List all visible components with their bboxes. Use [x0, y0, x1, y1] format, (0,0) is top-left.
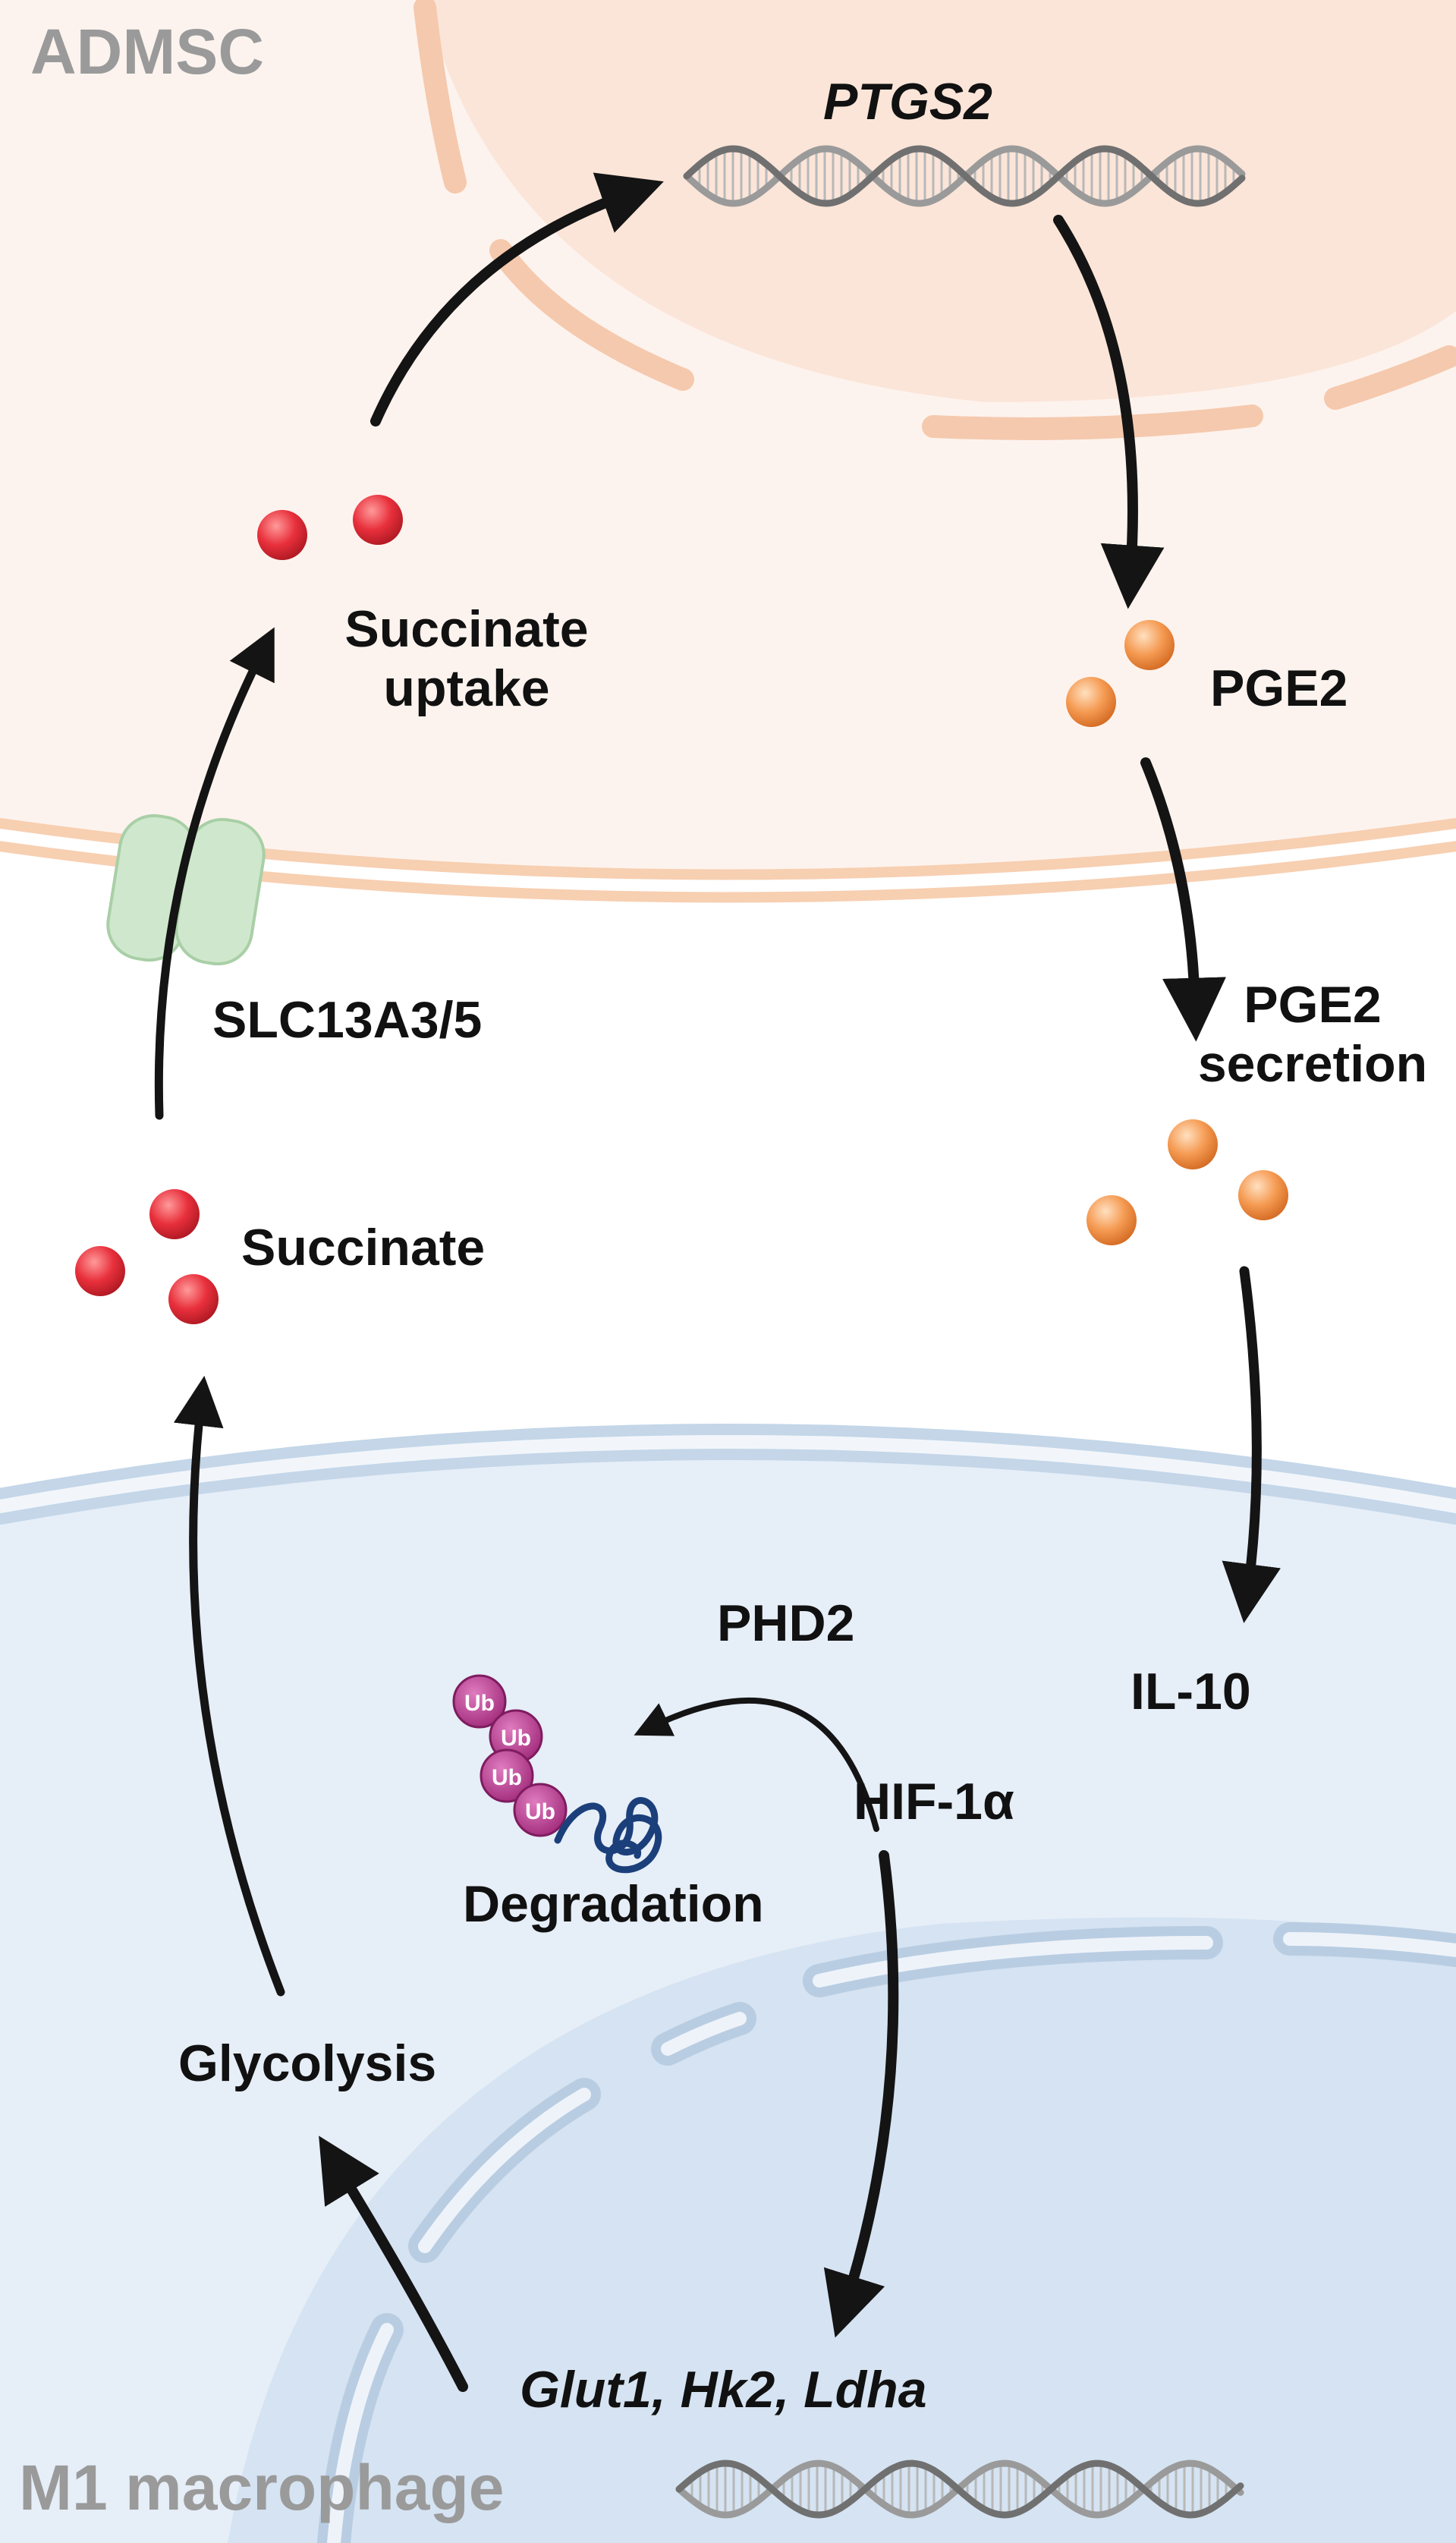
- pge2-molecule: [1066, 677, 1116, 727]
- admsc-cell: [0, 0, 1456, 903]
- arrow-glycolysis-to-succinate: [173, 1375, 285, 1997]
- succinate-uptake-label: Succinate uptake: [315, 600, 618, 718]
- svg-text:Ub: Ub: [501, 1726, 531, 1751]
- glycolysis-label: Glycolysis: [178, 2035, 437, 2092]
- arrow-succinate-to-ptgs2: [370, 172, 664, 426]
- arrow-pge2-secretion: [1140, 757, 1226, 1042]
- pge2-molecule: [1238, 1170, 1288, 1220]
- dna-helix-icon: [683, 145, 1246, 207]
- ubiquitin-chain-icon: Ub Ub Ub Ub: [452, 1674, 568, 1837]
- arrow-phd2-degradation: [634, 1697, 879, 1832]
- admsc-nuclear-envelope: [414, 0, 1456, 440]
- pge2-molecules: [1066, 620, 1288, 1245]
- pge2-secretion-line-2: secretion: [1197, 1035, 1428, 1094]
- arrow-ptgs2-to-pge2: [1053, 215, 1165, 609]
- arrow-secretion-to-il10: [1222, 1266, 1281, 1623]
- arrow-succinate-uptake: [154, 627, 275, 1120]
- pge2-molecule: [1168, 1119, 1218, 1169]
- arrow-hif-to-genes: [823, 1850, 899, 2338]
- succinate-uptake-line-1: Succinate: [344, 600, 589, 658]
- macrophage-nuclear-envelope: [317, 1922, 1456, 2543]
- il10-label: IL-10: [1131, 1663, 1251, 1720]
- pge2-secretion-line-1: PGE2: [1244, 976, 1382, 1034]
- dna-helix-icon: [675, 2460, 1244, 2519]
- pathway-arrows: [154, 172, 1281, 2392]
- macrophage-cell-label: M1 macrophage: [19, 2452, 505, 2523]
- macrophage-plasma-membrane: [0, 1424, 1456, 1525]
- protein-coil-icon: [554, 1797, 662, 1874]
- macrophage-cell: [0, 1424, 1456, 2543]
- slc13a3-5-label: SLC13A3/5: [212, 991, 483, 1049]
- succinate-uptake-line-2: uptake: [383, 659, 550, 718]
- phd2-label: PHD2: [717, 1594, 855, 1652]
- succinate-label: Succinate: [241, 1219, 486, 1276]
- svg-text:Ub: Ub: [464, 1691, 495, 1716]
- succinate-molecule: [75, 1246, 125, 1296]
- svg-text:Ub: Ub: [492, 1765, 522, 1790]
- succinate-molecule: [353, 495, 403, 545]
- succinate-molecule: [149, 1189, 200, 1239]
- arrow-genes-to-glycolysis: [319, 2135, 468, 2392]
- succinate-molecule: [257, 510, 307, 560]
- hif1a-label: HIF-1α: [854, 1773, 1014, 1830]
- pge2-secretion-label: PGE2 secretion: [1172, 975, 1453, 1094]
- transporter-channel-icon: [106, 814, 266, 966]
- degradation-label: Degradation: [463, 1875, 764, 1933]
- glycolysis-genes-label: Glut1, Hk2, Ldha: [520, 2361, 927, 2419]
- svg-text:Ub: Ub: [525, 1799, 555, 1824]
- pge2-label: PGE2: [1210, 659, 1348, 717]
- ptgs2-gene-label: PTGS2: [823, 73, 992, 131]
- succinate-molecules: [75, 495, 403, 1324]
- admsc-cell-label: ADMSC: [30, 16, 264, 87]
- pge2-molecule: [1086, 1195, 1137, 1245]
- succinate-molecule: [168, 1274, 219, 1324]
- pge2-molecule: [1124, 620, 1175, 670]
